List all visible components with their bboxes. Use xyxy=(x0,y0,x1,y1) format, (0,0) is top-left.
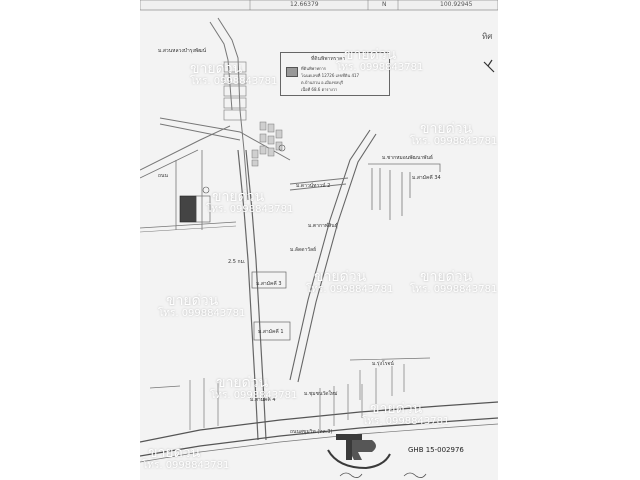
coord-mid: N xyxy=(382,1,387,8)
legend-line4: เนื้อที่ 68.6 ตารางวา xyxy=(301,87,338,92)
watermark: ขายด่วนโทร. 0998843781 xyxy=(410,269,498,295)
legend-line2: โฉนดเลขที่ 12726 เลขที่ดิน 417 xyxy=(301,73,360,78)
label-village-4: ม.สามัคคี 4 xyxy=(250,397,276,403)
label-village-34: ม.สามัคคี 34 xyxy=(412,175,441,181)
reference-code: GHB 15-002976 xyxy=(408,446,464,454)
coord-left: 12.66379 xyxy=(290,1,319,8)
watermark: ขายด่วนโทร. 0998843781 xyxy=(142,445,230,471)
label-village-mid: ม.ดาวน์ทาวน์ 2 xyxy=(296,183,331,189)
label-village-lake: ม.ลัดดาวัลย์ xyxy=(290,247,317,253)
watermark: ขายด่วนโทร. 0998843781 xyxy=(336,47,424,73)
label-village-right2: ม.รุ่งโรจน์ xyxy=(372,361,394,367)
legend-box: ที่ดินพิพาทราคา ที่ดินพิพาทการ โฉนดเลขที… xyxy=(280,52,390,96)
label-scale: 2.5 กม. xyxy=(228,259,246,265)
legend-swatch xyxy=(286,67,298,77)
watermark: ขายด่วนโทร. 0998843781 xyxy=(410,121,498,147)
label-village-top: ม.สวนหลวงบำรุงพัฒน์ xyxy=(158,48,207,54)
official-stamp xyxy=(327,434,391,470)
coord-right: 100.92945 xyxy=(440,1,473,8)
label-road-bottom: ถนนสุขุมวิท (ทล.3) xyxy=(290,429,333,435)
watermark: ขายด่วนโทร. 0998843781 xyxy=(190,61,278,87)
legend-title: ที่ดินพิพาทราคา xyxy=(311,56,346,62)
watermark: ขายด่วนโทร. 0998843781 xyxy=(158,293,246,319)
corner-label: ทิศ xyxy=(482,32,493,41)
map-paper: 12.66379 N 100.92945 ทิศ ที่ดินพิพาทราคา… xyxy=(140,0,498,480)
watermark: ขายด่วนโทร. 0998843781 xyxy=(362,401,450,427)
legend-line3: ต.บ้านสวน อ.เมืองชลบุรี xyxy=(301,80,343,85)
label-village-right: ม.ชากหมอนพัฒนาพันธ์ xyxy=(382,155,433,161)
label-village-3: ม.สามัคคี 3 xyxy=(256,281,282,287)
north-arrow-icon xyxy=(483,59,495,73)
label-village-wat: ม.ตากาฬสินธุ์ xyxy=(308,223,338,229)
legend-line1: ที่ดินพิพาทการ xyxy=(301,66,326,71)
watermark: ขายด่วนโทร. 0998843781 xyxy=(210,375,298,401)
label-note-left: ถนน xyxy=(158,173,168,179)
label-village-1: ม.สามัคคี 1 xyxy=(258,329,284,335)
watermark: ขายด่วนโทร. 0998843781 xyxy=(206,189,294,215)
watermark: ขายด่วนโทร. 0998843781 xyxy=(306,269,394,295)
map-drawing xyxy=(140,0,498,478)
label-village-bottom: ม.ชุมชนวัดใหม่ xyxy=(304,391,338,397)
